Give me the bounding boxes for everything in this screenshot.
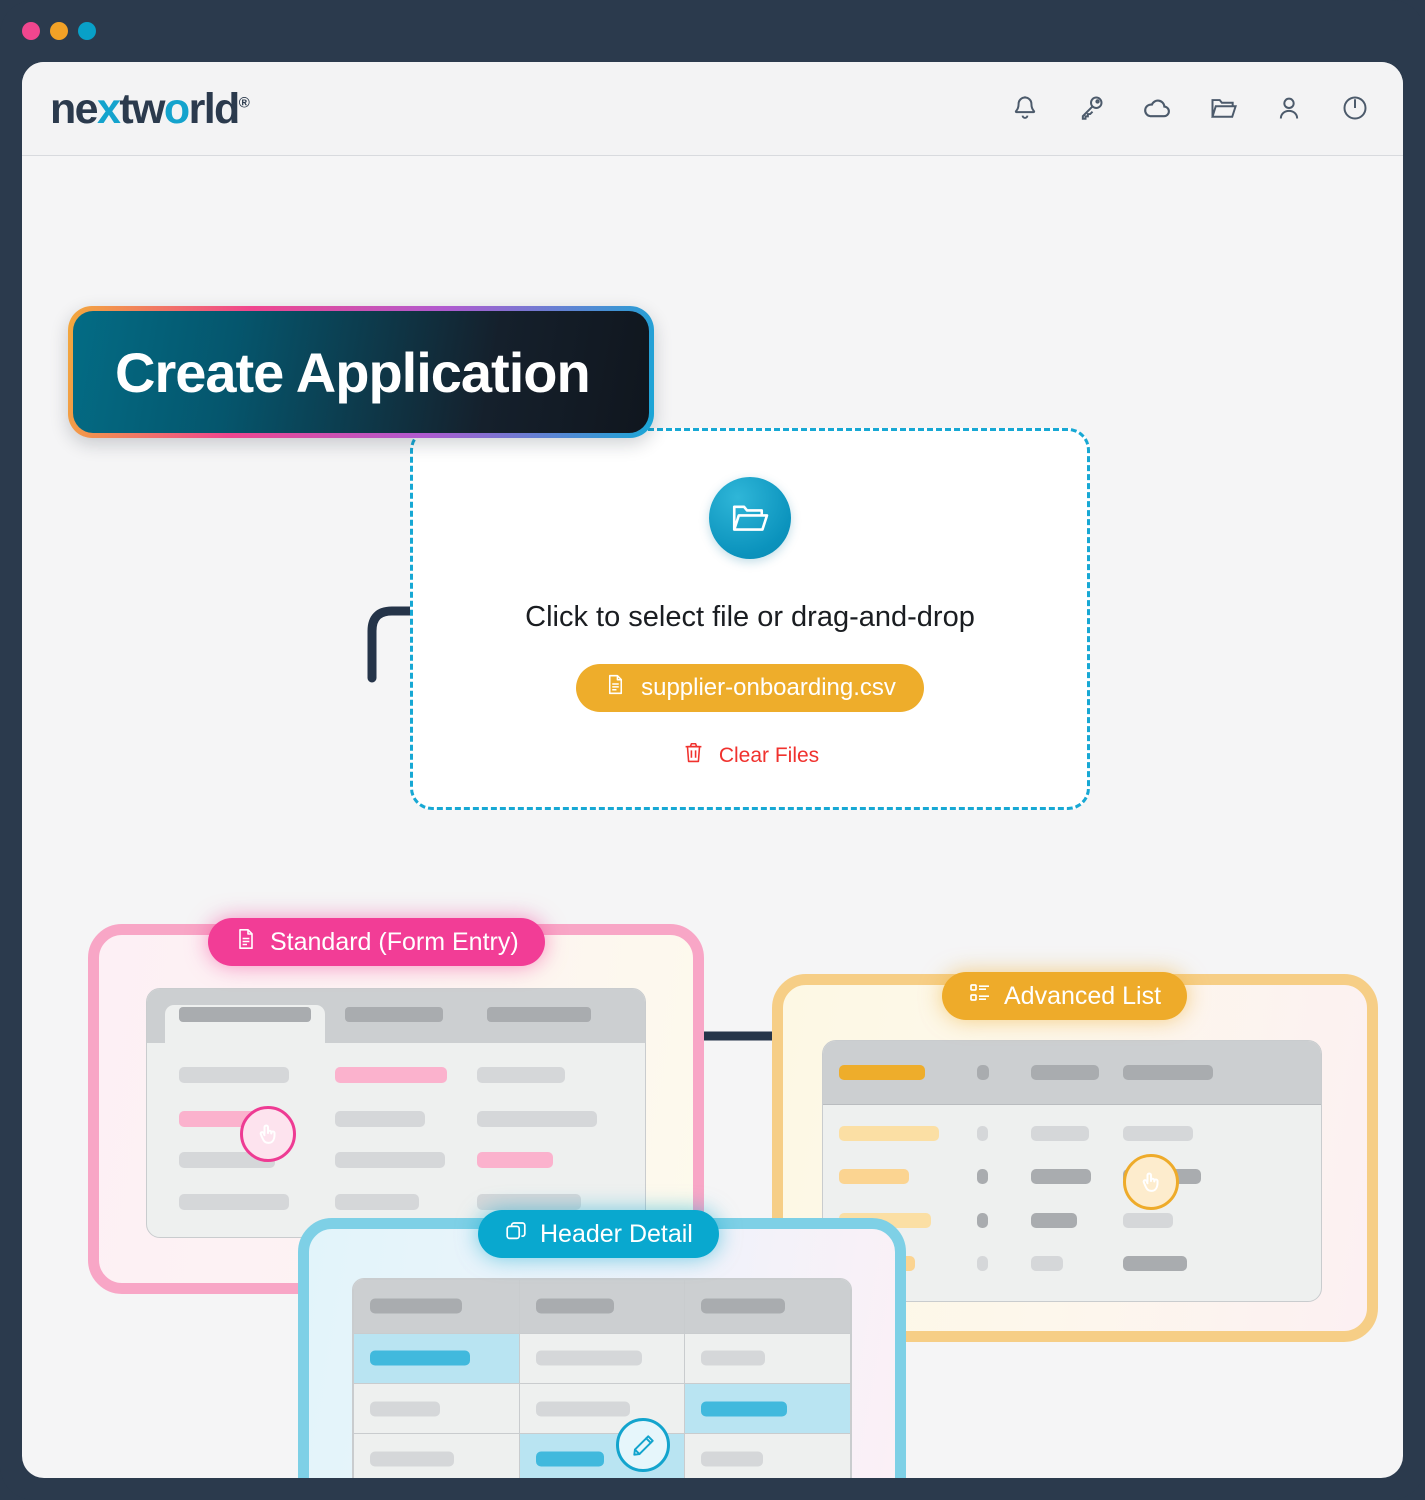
copy-layers-icon	[504, 1219, 528, 1250]
wireframe-cell	[1123, 1213, 1173, 1228]
trash-icon	[681, 740, 706, 771]
table-cell-selected[interactable]	[684, 1383, 851, 1435]
wireframe-cell	[977, 1126, 988, 1141]
wireframe-field	[335, 1194, 419, 1210]
table-cell[interactable]	[353, 1433, 520, 1478]
logo-part-o: o	[163, 85, 190, 133]
wireframe-cell-accent	[839, 1169, 909, 1184]
wireframe-field	[179, 1194, 289, 1210]
wireframe-tab-label-3	[487, 1007, 591, 1022]
wireframe-cell	[1031, 1256, 1063, 1271]
logo-registered-mark: ®	[238, 94, 250, 112]
wireframe-tabbar	[147, 989, 645, 1043]
logo-part-3: rld	[188, 85, 241, 133]
selected-file-chip[interactable]: supplier-onboarding.csv	[576, 664, 924, 712]
wireframe-cell	[1123, 1256, 1187, 1271]
folder-icon[interactable]	[1203, 88, 1243, 128]
logo-part-2: tw	[119, 85, 165, 133]
table-header-row	[353, 1279, 851, 1334]
wireframe-field	[477, 1194, 581, 1210]
badge-advanced-list[interactable]: Advanced List	[942, 972, 1188, 1020]
open-folder-icon	[709, 477, 791, 559]
wireframe-col-header	[977, 1065, 989, 1080]
window-minimize-dot[interactable]	[50, 22, 68, 40]
wireframe-cell	[977, 1256, 988, 1271]
wireframe-cell-accent	[839, 1126, 939, 1141]
wireframe-table	[353, 1279, 851, 1478]
file-document-icon	[234, 927, 258, 958]
clear-files-button[interactable]: Clear Files	[681, 740, 819, 771]
badge-header-detail[interactable]: Header Detail	[478, 1210, 719, 1258]
window-titlebar	[0, 0, 1425, 62]
wireframe-list-header	[823, 1041, 1321, 1105]
wireframe-field	[179, 1067, 289, 1083]
logo-part-x: x	[96, 85, 121, 133]
wireframe-col-header	[1031, 1065, 1099, 1080]
pencil-edit-icon	[616, 1418, 670, 1472]
table-header-cell	[353, 1279, 520, 1334]
dropzone-prompt: Click to select file or drag-and-drop	[525, 601, 975, 633]
diagram-canvas: Create Application Click to select file …	[22, 156, 1403, 1478]
file-document-icon	[604, 673, 627, 703]
standard-form-wireframe	[146, 988, 646, 1238]
wireframe-tab-label-1	[179, 1007, 311, 1022]
badge-label: Header Detail	[540, 1219, 693, 1248]
wireframe-field	[335, 1111, 425, 1127]
table-cell[interactable]	[684, 1332, 851, 1385]
wireframe-field-highlighted	[477, 1152, 553, 1168]
table-row[interactable]	[353, 1383, 851, 1435]
wireframe-field-highlighted	[335, 1067, 447, 1083]
list-detail-icon	[968, 981, 992, 1012]
badge-label: Standard (Form Entry)	[270, 927, 519, 956]
selected-file-name: supplier-onboarding.csv	[641, 674, 896, 701]
wireframe-col-header-accent	[839, 1065, 925, 1080]
wireframe-cell	[1031, 1213, 1077, 1228]
wireframe-field	[335, 1152, 445, 1168]
wireframe-field	[477, 1067, 565, 1083]
power-icon[interactable]	[1335, 88, 1375, 128]
badge-label: Advanced List	[1004, 981, 1162, 1010]
nextworld-logo[interactable]: nextworld®	[50, 85, 250, 133]
pointer-hand-icon	[1123, 1154, 1179, 1210]
table-cell[interactable]	[684, 1433, 851, 1478]
wireframe-cell	[1031, 1126, 1089, 1141]
application-window: nextworld®	[22, 62, 1403, 1478]
page-title-chip: Create Application	[68, 306, 654, 438]
window-maximize-dot[interactable]	[78, 22, 96, 40]
table-cell-selected[interactable]	[353, 1332, 520, 1385]
wireframe-cell	[977, 1213, 988, 1228]
bell-icon[interactable]	[1005, 88, 1045, 128]
table-cell[interactable]	[518, 1332, 686, 1385]
badge-standard-form-entry[interactable]: Standard (Form Entry)	[208, 918, 545, 966]
key-icon[interactable]	[1071, 88, 1111, 128]
pointer-hand-icon	[240, 1106, 296, 1162]
table-cell[interactable]	[353, 1383, 520, 1435]
clear-files-label: Clear Files	[718, 743, 820, 767]
wireframe-col-header	[1123, 1065, 1213, 1080]
header-detail-wireframe	[352, 1278, 852, 1478]
cloud-icon[interactable]	[1137, 88, 1177, 128]
table-row[interactable]	[353, 1332, 851, 1385]
app-header-bar: nextworld®	[22, 62, 1403, 156]
wireframe-tab-label-2	[345, 1007, 443, 1022]
table-header-cell	[684, 1279, 851, 1334]
wireframe-cell	[1123, 1126, 1193, 1141]
table-row[interactable]	[353, 1433, 851, 1478]
logo-part-1: ne	[50, 85, 99, 133]
header-icon-group	[1005, 88, 1375, 128]
wireframe-cell	[977, 1169, 988, 1184]
page-title: Create Application	[115, 340, 591, 404]
wireframe-cell	[1031, 1169, 1091, 1184]
window-close-dot[interactable]	[22, 22, 40, 40]
file-dropzone[interactable]: Click to select file or drag-and-drop su…	[410, 428, 1090, 810]
table-header-cell	[518, 1279, 686, 1334]
user-icon[interactable]	[1269, 88, 1309, 128]
wireframe-field	[477, 1111, 597, 1127]
